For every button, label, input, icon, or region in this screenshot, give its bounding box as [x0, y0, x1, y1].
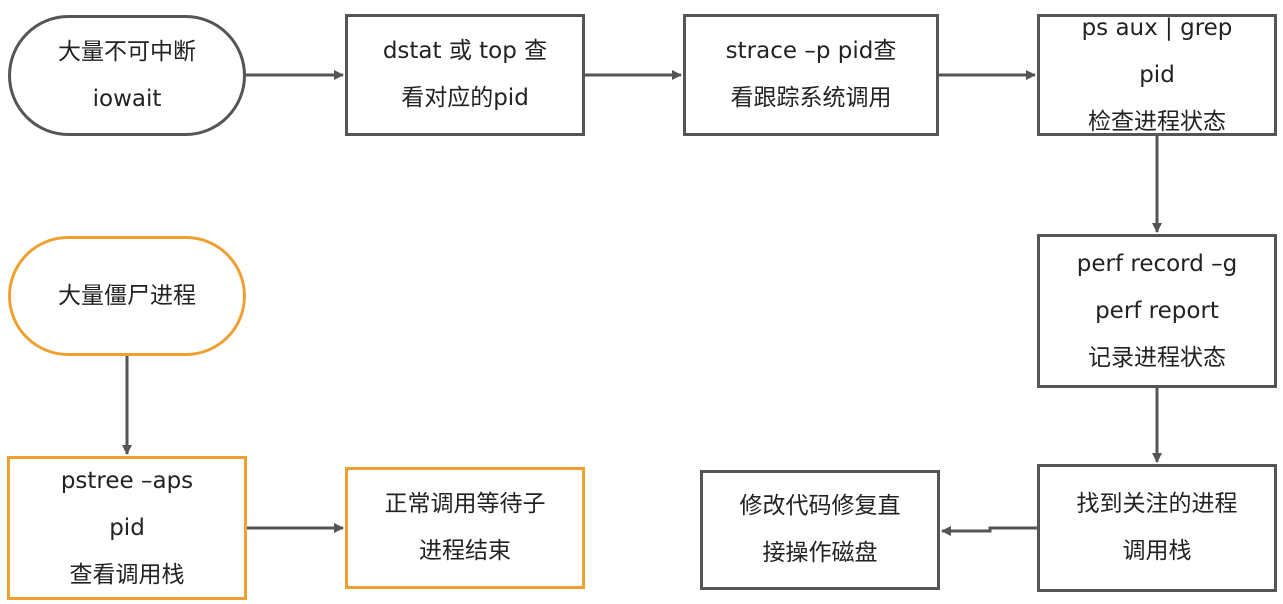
- node-line: dstat 或 top 查: [382, 38, 548, 64]
- step-find-call-stack: 找到关注的进程 调用栈: [1037, 464, 1277, 592]
- node-line: 接操作磁盘: [762, 540, 878, 566]
- node-line: 进程结束: [419, 538, 511, 564]
- node-line: pid: [1139, 61, 1175, 88]
- step-perf-record: perf record –g perf report 记录进程状态: [1037, 234, 1277, 388]
- node-line: ps aux | grep: [1081, 14, 1233, 41]
- start-node-iowait: 大量不可中断 iowait: [8, 15, 246, 136]
- node-line: perf report: [1095, 297, 1219, 324]
- node-line: strace –p pid查: [725, 38, 897, 64]
- node-line: perf record –g: [1076, 250, 1238, 277]
- node-line: 看对应的pid: [401, 85, 529, 111]
- node-line: 大量僵尸进程: [58, 282, 196, 309]
- step-dstat-top: dstat 或 top 查 看对应的pid: [345, 14, 585, 136]
- step-pstree: pstree –aps pid 查看调用栈: [7, 456, 247, 600]
- node-line: 修改代码修复直: [739, 493, 901, 519]
- step-normal-wait: 正常调用等待子 进程结束: [345, 467, 585, 589]
- arrow-find-stack-to-fix-code: [941, 526, 1037, 536]
- node-line: 大量不可中断: [58, 38, 196, 65]
- node-line: 找到关注的进程: [1076, 491, 1238, 517]
- node-line: 检查进程状态: [1088, 108, 1226, 135]
- node-line: 正常调用等待子: [384, 491, 546, 517]
- step-fix-code: 修改代码修复直 接操作磁盘: [700, 470, 940, 590]
- step-strace: strace –p pid查 看跟踪系统调用: [683, 14, 939, 136]
- step-ps-aux-grep: ps aux | grep pid 检查进程状态: [1037, 14, 1277, 136]
- node-line: 调用栈: [1122, 538, 1192, 564]
- node-line: pstree –aps: [60, 467, 194, 494]
- node-line: 看跟踪系统调用: [730, 85, 892, 111]
- start-node-zombie: 大量僵尸进程: [8, 236, 246, 356]
- node-line: iowait: [92, 85, 162, 112]
- node-line: 查看调用栈: [69, 561, 185, 588]
- node-line: pid: [109, 514, 145, 541]
- node-line: 记录进程状态: [1088, 344, 1226, 371]
